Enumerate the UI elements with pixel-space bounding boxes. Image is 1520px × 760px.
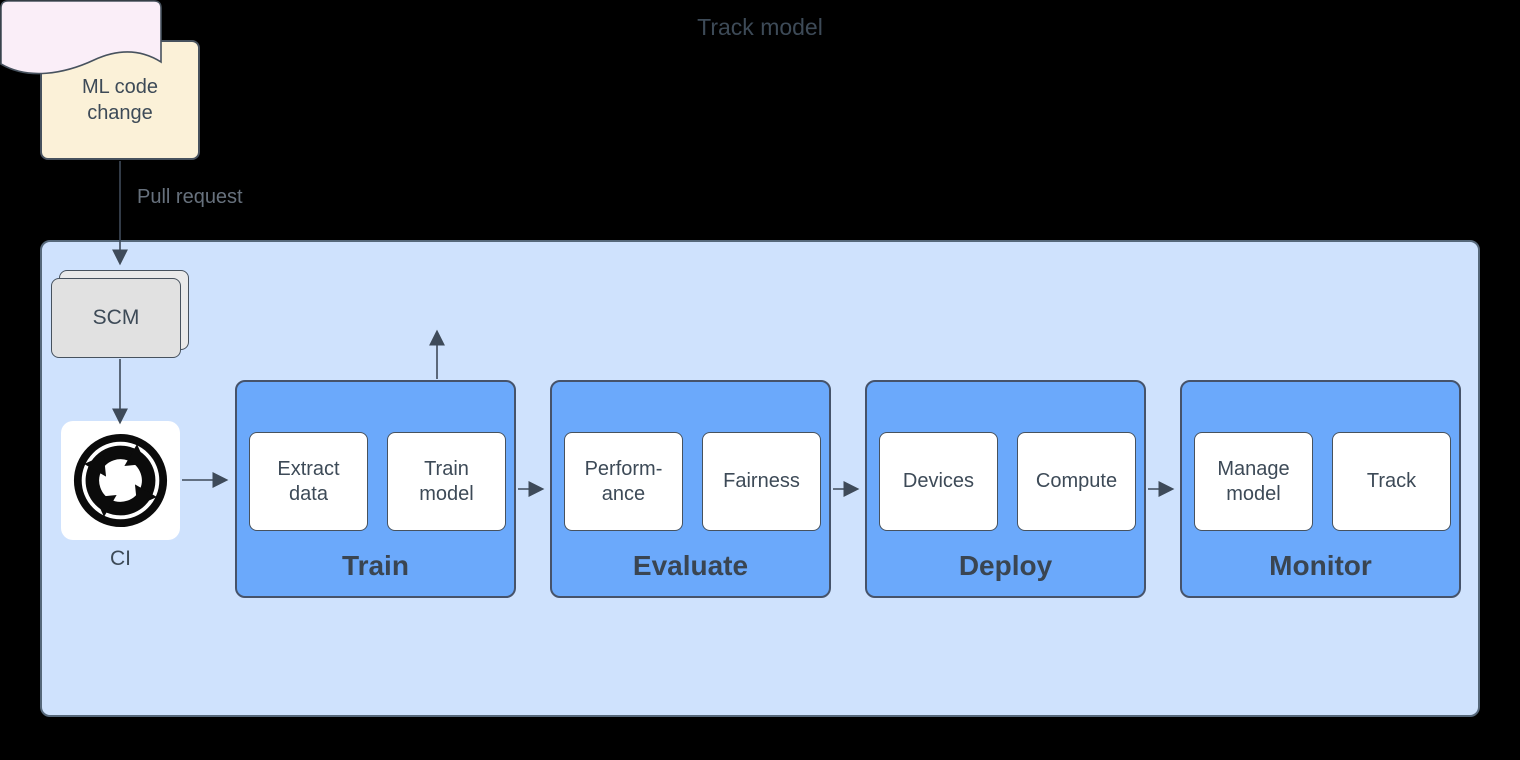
stage-evaluate-label: Evaluate	[632, 550, 749, 581]
ci-cycle-icon	[73, 433, 168, 528]
stage-deploy: Devices Compute Deploy	[865, 380, 1146, 598]
card-label: Track	[1366, 470, 1417, 492]
document-shape	[0, 0, 162, 75]
card-train-model: Train model	[387, 432, 506, 531]
stage-evaluate: Perform- ance Fairness Evaluate	[550, 380, 831, 598]
card-label: Devices	[902, 470, 975, 492]
card-track: Track	[1332, 432, 1451, 531]
node-scm: SCM	[51, 278, 181, 358]
card-fairness: Fairness	[702, 432, 821, 531]
card-compute: Compute	[1017, 432, 1136, 531]
card-label: Fairness	[723, 470, 800, 492]
pull-request-label: Pull request	[137, 186, 243, 208]
ci-label: CI	[110, 547, 131, 570]
ml-code-change-label: ML code change	[82, 76, 158, 124]
card-label: Manage model	[1217, 457, 1290, 505]
node-track-model: Track model	[0, 0, 823, 80]
card-devices: Devices	[879, 432, 998, 531]
card-label: Compute	[1035, 470, 1118, 492]
card-extract-data: Extract data	[249, 432, 368, 531]
stage-monitor: Manage model Track Monitor	[1180, 380, 1461, 598]
card-label: Extract data	[277, 457, 340, 505]
stage-monitor-label: Monitor	[1269, 550, 1372, 581]
stage-train-label: Train	[342, 550, 409, 581]
stage-deploy-label: Deploy	[958, 550, 1053, 581]
stage-train: Extract data Train model Train	[235, 380, 516, 598]
card-label: Perform- ance	[584, 457, 663, 505]
card-manage-model: Manage model	[1194, 432, 1313, 531]
card-performance: Perform- ance	[564, 432, 683, 531]
node-ci	[61, 421, 180, 540]
track-model-label: Track model	[697, 14, 823, 40]
card-label: Train model	[419, 457, 474, 505]
scm-label: SCM	[92, 306, 140, 329]
